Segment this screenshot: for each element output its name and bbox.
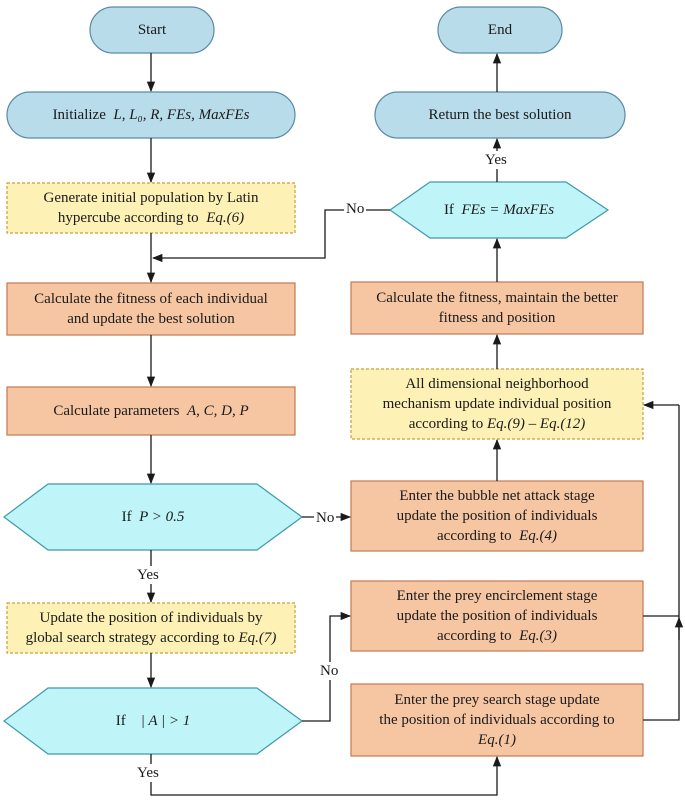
fitness-maintain-line1: Calculate the fitness, maintain the bett… bbox=[376, 290, 618, 306]
decision-a-prefix: If bbox=[115, 713, 126, 729]
neighborhood-line2: mechanism update individual position bbox=[382, 396, 612, 412]
initialize-label: Initialize L, L₀, R, FEs, MaxFEs bbox=[7, 92, 295, 138]
bubble-net-label: Enter the bubble net attack stage update… bbox=[351, 481, 643, 551]
encirclement-equation: Eq.(3) bbox=[519, 628, 557, 644]
label-fes-yes: Yes bbox=[483, 151, 509, 169]
calculate-fitness-line2: and update the best solution bbox=[67, 311, 235, 327]
label-a-yes: Yes bbox=[135, 764, 161, 782]
decision-p-prefix: If bbox=[121, 509, 132, 525]
fitness-maintain-label: Calculate the fitness, maintain the bett… bbox=[351, 282, 643, 334]
decision-p bbox=[3, 483, 304, 551]
generate-population-label: Generate initial population by Latin hyp… bbox=[7, 183, 295, 233]
end-text: End bbox=[487, 22, 513, 38]
decision-fes-prefix: If bbox=[443, 202, 454, 218]
start-label: Start bbox=[90, 7, 214, 53]
bubble-net-line3: according to bbox=[437, 528, 512, 544]
return-text: Return the best solution bbox=[428, 107, 572, 123]
decision-fes-condition: FEs = MaxFEs bbox=[461, 202, 555, 218]
calculate-parameters-variables: A, C, D, P bbox=[187, 403, 249, 419]
global-search-line1: Update the position of individuals by bbox=[39, 610, 263, 626]
label-a-no: No bbox=[318, 662, 341, 680]
bubble-net-line2: update the position of individuals bbox=[396, 508, 598, 524]
neighborhood-line1: All dimensional neighborhood bbox=[405, 376, 589, 392]
generate-population-line1: Generate initial population by Latin bbox=[43, 190, 259, 206]
label-p-yes: Yes bbox=[135, 566, 161, 584]
global-search-box bbox=[6, 602, 296, 654]
encirclement-box bbox=[350, 580, 644, 652]
prey-search-box bbox=[350, 683, 644, 757]
edge-search-loop bbox=[643, 405, 680, 721]
encirclement-label: Enter the prey encirclement stage update… bbox=[351, 581, 643, 651]
encirclement-line3: according to bbox=[437, 628, 512, 644]
label-fes-no: No bbox=[344, 200, 367, 218]
prey-search-line2: the position of individuals according to bbox=[379, 712, 615, 728]
generate-population-box bbox=[6, 182, 296, 234]
neighborhood-label: All dimensional neighborhood mechanism u… bbox=[351, 369, 643, 439]
global-search-equation: Eq.(7) bbox=[238, 630, 277, 646]
encirclement-line2: update the position of individuals bbox=[396, 608, 598, 624]
calculate-parameters-box bbox=[6, 386, 296, 436]
neighborhood-equation: Eq.(9) – Eq.(12) bbox=[487, 416, 586, 432]
initialize-variables: L, L₀, R, FEs, MaxFEs bbox=[113, 107, 250, 123]
global-search-label: Update the position of individuals by gl… bbox=[7, 603, 295, 653]
decision-a bbox=[3, 687, 304, 755]
encirclement-line1: Enter the prey encirclement stage bbox=[396, 588, 598, 604]
edge-a-yes-search bbox=[150, 754, 502, 796]
bubble-net-box bbox=[350, 480, 644, 552]
prey-search-equation: Eq.(1) bbox=[478, 732, 516, 748]
return-label: Return the best solution bbox=[375, 92, 625, 138]
generate-population-equation: Eq.(6) bbox=[206, 210, 245, 226]
decision-a-label: If | A | > 1 bbox=[4, 688, 302, 754]
prey-search-line1: Enter the prey search stage update bbox=[394, 692, 600, 708]
start-text: Start bbox=[137, 22, 167, 38]
calculate-fitness-label: Calculate the fitness of each individual… bbox=[7, 283, 295, 335]
generate-population-line2: hypercube according to bbox=[57, 210, 199, 226]
calculate-fitness-line1: Calculate the fitness of each individual bbox=[34, 291, 268, 307]
global-search-line2: global search strategy according to bbox=[25, 630, 235, 646]
start-terminal bbox=[89, 6, 215, 54]
bubble-net-equation: Eq.(4) bbox=[519, 528, 557, 544]
fitness-maintain-line2: fitness and position bbox=[438, 310, 556, 326]
calculate-parameters-label: Calculate parameters A, C, D, P bbox=[7, 387, 295, 435]
end-label: End bbox=[438, 7, 562, 53]
prey-search-label: Enter the prey search stage update the p… bbox=[351, 684, 643, 756]
neighborhood-line3: according to bbox=[408, 416, 484, 432]
decision-p-condition: P > 0.5 bbox=[139, 509, 185, 525]
initialize-prefix: Initialize bbox=[52, 107, 106, 123]
bubble-net-line1: Enter the bubble net attack stage bbox=[399, 488, 595, 504]
calculate-parameters-text: Calculate parameters bbox=[53, 403, 180, 419]
decision-a-condition: | A | > 1 bbox=[140, 713, 191, 729]
label-p-no: No bbox=[314, 509, 337, 527]
decision-p-label: If P > 0.5 bbox=[4, 484, 302, 550]
decision-fes-label: If FEs = MaxFEs bbox=[390, 182, 608, 238]
